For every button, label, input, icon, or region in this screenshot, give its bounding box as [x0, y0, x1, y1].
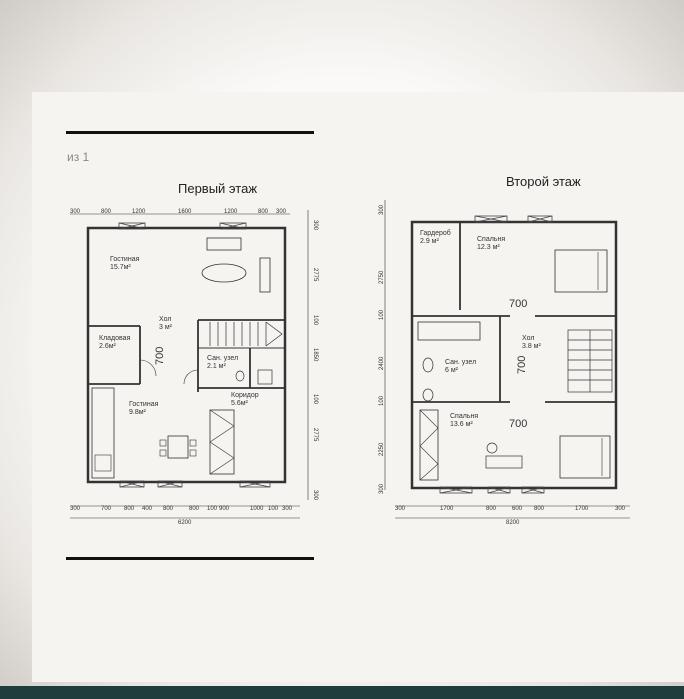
- f1-bottom-dim-9: 100: [268, 506, 279, 512]
- f1-top-dim-3: 1600: [178, 209, 192, 215]
- floor2-windows: [439, 215, 553, 494]
- f2-room-closet-name: Гардероб: [420, 229, 451, 237]
- floor1-windows-bottom: [119, 480, 271, 488]
- f1-right-dim-2: 100: [312, 315, 318, 326]
- floor2-bed-1: [554, 249, 608, 293]
- f1-bottom-dim-4: 800: [163, 506, 174, 512]
- f2-room-bedroom2-area: 13.6 м²: [450, 421, 473, 428]
- f1-top-dim-6: 300: [276, 209, 287, 215]
- top-rule: [66, 131, 314, 134]
- f1-room-hall-name: Хол: [159, 316, 171, 323]
- f2-left-dim-2: 100: [379, 309, 385, 320]
- f1-bottom-dim-2: 800: [124, 506, 135, 512]
- floor1-wardrobe: [209, 409, 235, 475]
- f2-left-dim-1: 2750: [379, 270, 385, 284]
- f1-room-hall-area: 3 м²: [159, 324, 173, 331]
- floor1-plan: [70, 210, 309, 519]
- bottom-rule: [66, 557, 314, 560]
- floor1-outer-wall: [86, 226, 287, 484]
- f2-left-dim-4: 100: [379, 395, 385, 406]
- f1-bottom-dim-6: 100: [207, 506, 218, 512]
- f2-bottom-dim-1: 1700: [440, 506, 454, 512]
- floor1-coffee-table: [201, 263, 247, 283]
- f2-room-bedroom1-area: 12.3 м²: [477, 244, 500, 251]
- f2-bottom-dim-4: 800: [534, 506, 545, 512]
- f1-room-corridor-name: Коридор: [231, 392, 259, 399]
- floor1-labels: Гостиная 15.7м² Хол 3 м² Кладовая 2.6м² …: [70, 209, 318, 526]
- f1-right-dim-4: 100: [312, 394, 318, 405]
- f1-top-dim-5: 800: [258, 209, 269, 215]
- f1-total-width: 6200: [178, 520, 192, 526]
- f2-room-bedroom1-name: Спальня: [477, 236, 505, 243]
- floor1-dining-table: [167, 435, 189, 459]
- f1-right-dim-5: 2775: [312, 428, 318, 442]
- page-count: из 1: [67, 150, 90, 164]
- f1-room-storage-name: Кладовая: [99, 335, 131, 342]
- f1-bottom-dim-3: 400: [142, 506, 153, 512]
- f1-top-dim-0: 300: [70, 209, 81, 215]
- floor1-tv-unit: [259, 257, 271, 293]
- floor2-stairs: [567, 329, 613, 393]
- f1-right-dim-6: 300: [312, 490, 318, 501]
- f1-room-corridor-area: 5.6м²: [231, 400, 249, 407]
- f2-door-width-3: 700: [516, 356, 528, 374]
- f1-bottom-dim-5: 800: [189, 506, 200, 512]
- f1-bottom-dim-8: 1000: [250, 506, 264, 512]
- f2-left-dim-5: 2250: [379, 442, 385, 456]
- f2-room-hall-area: 3.8 м²: [522, 343, 541, 350]
- f1-right-dim-0: 300: [312, 220, 318, 231]
- f1-top-dim-1: 800: [101, 209, 112, 215]
- bottom-strip: [0, 686, 684, 699]
- f2-room-bath-name: Сан. узел: [445, 359, 476, 366]
- floor1-windows-top: [118, 222, 247, 230]
- f1-bottom-dim-10: 300: [282, 506, 293, 512]
- f2-door-width-2: 700: [509, 418, 527, 430]
- f1-room-bath-area: 2.1 м²: [207, 363, 226, 370]
- floor2-title: Второй этаж: [506, 174, 581, 189]
- f2-door-width-1: 700: [509, 298, 527, 310]
- floor2-bed-2: [559, 435, 611, 479]
- floor2-plan: [384, 200, 630, 519]
- f1-room-bath-name: Сан. узел: [207, 355, 238, 362]
- f2-total-width: 8200: [506, 520, 520, 526]
- floor2-desk: [485, 455, 523, 469]
- f2-room-bath-area: 6 м²: [445, 367, 459, 374]
- f2-left-dim-0: 300: [379, 204, 385, 215]
- f1-top-dim-2: 1200: [132, 209, 146, 215]
- f1-right-dim-3: 1850: [312, 348, 318, 362]
- f1-room-living2-area: 9.8м²: [129, 409, 147, 416]
- floor2-bathtub: [417, 321, 481, 341]
- f2-bottom-dim-0: 300: [395, 506, 406, 512]
- f1-right-dim-1: 2775: [312, 268, 318, 282]
- f2-bottom-dim-5: 1700: [575, 506, 589, 512]
- f1-door-width: 700: [154, 347, 166, 365]
- floor1-title: Первый этаж: [178, 181, 258, 196]
- floor2-wardrobe: [419, 409, 439, 481]
- f2-room-closet-area: 2.9 м²: [420, 238, 439, 245]
- f1-room-living-name: Гостиная: [110, 256, 140, 263]
- f1-room-living2-name: Гостиная: [129, 401, 159, 408]
- f2-room-hall-name: Хол: [522, 335, 534, 342]
- f2-left-dim-3: 2400: [379, 356, 385, 370]
- f2-room-bedroom2-name: Спальня: [450, 413, 478, 420]
- f1-bottom-dim-0: 300: [70, 506, 81, 512]
- f1-bottom-dim-1: 700: [101, 506, 112, 512]
- f2-bottom-dim-6: 300: [615, 506, 626, 512]
- f2-bottom-dim-3: 600: [512, 506, 523, 512]
- f1-top-dim-4: 1200: [224, 209, 238, 215]
- f1-room-living-area: 15.7м²: [110, 264, 131, 271]
- paper-sheet: [32, 92, 684, 682]
- floor1-stairs: [209, 321, 283, 347]
- floor1-sofa: [206, 237, 242, 251]
- f1-room-storage-area: 2.6м²: [99, 343, 117, 350]
- f1-bottom-dim-7: 900: [219, 506, 230, 512]
- floor2-labels: Гардероб 2.9 м² Спальня 12.3 м² Хол 3.8 …: [379, 204, 626, 526]
- floor2-outer-wall: [410, 220, 618, 490]
- floor1-kitchen: [91, 387, 115, 479]
- f2-bottom-dim-2: 800: [486, 506, 497, 512]
- f2-left-dim-6: 300: [379, 483, 385, 494]
